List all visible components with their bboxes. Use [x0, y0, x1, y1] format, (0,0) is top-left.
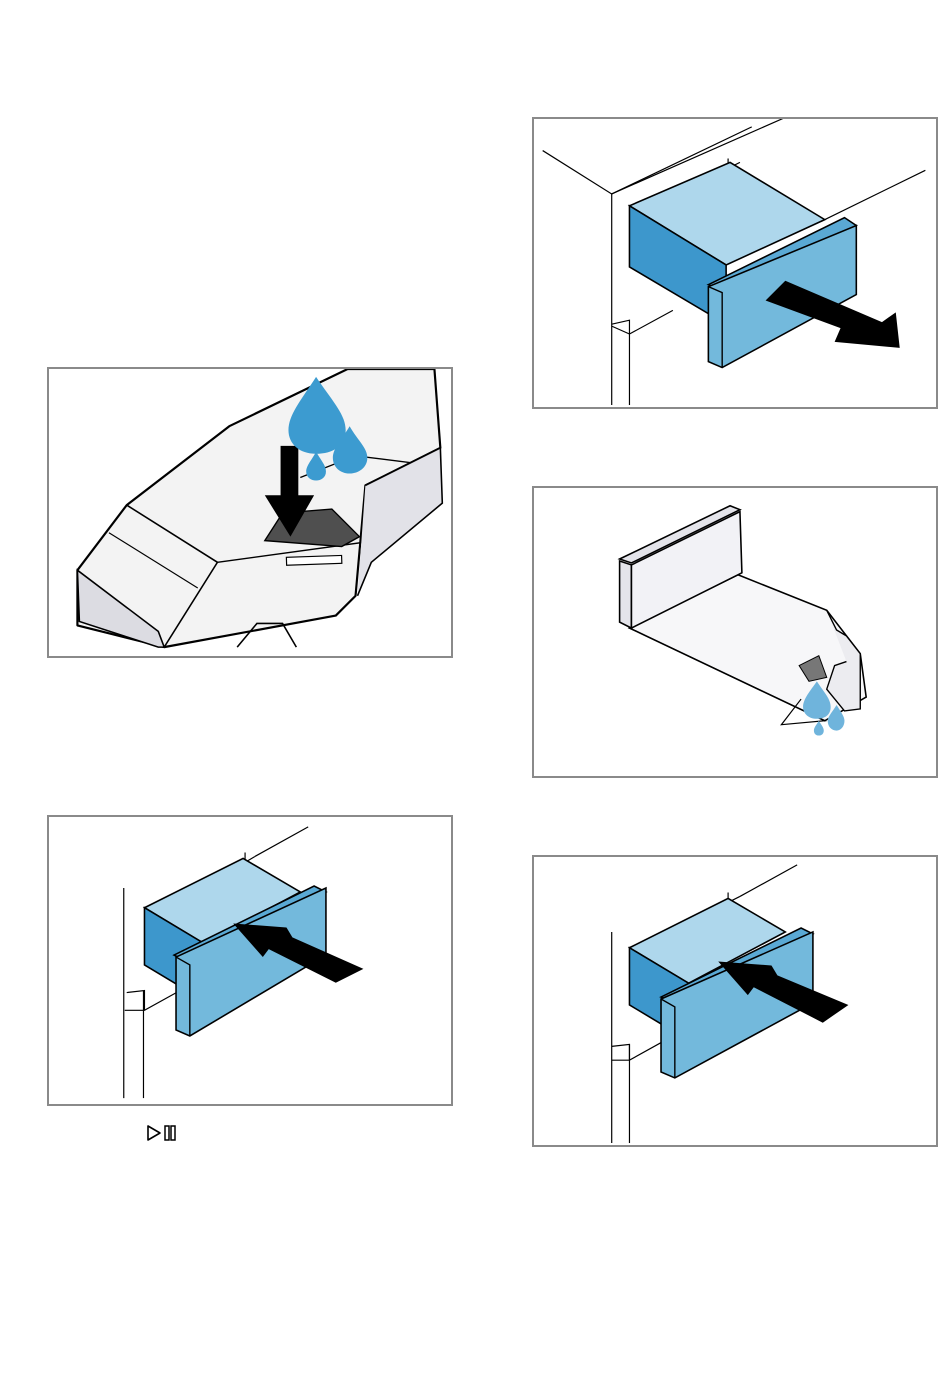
figure-insert-drawer-b — [532, 855, 938, 1147]
figure-pull-drawer — [532, 117, 938, 409]
push-drawer-in-illustration — [49, 817, 451, 1104]
figure-drain-drawer — [532, 486, 938, 778]
start-pause-icon — [146, 1124, 180, 1142]
water-drop-icon — [814, 721, 824, 736]
push-drawer-in-illustration — [534, 857, 936, 1145]
fill-drawer-illustration — [49, 369, 451, 656]
pull-drawer-out-illustration — [534, 119, 936, 407]
drain-drawer-illustration — [534, 488, 936, 776]
figure-insert-drawer-a — [47, 815, 453, 1106]
figure-fill-drawer — [47, 367, 453, 658]
